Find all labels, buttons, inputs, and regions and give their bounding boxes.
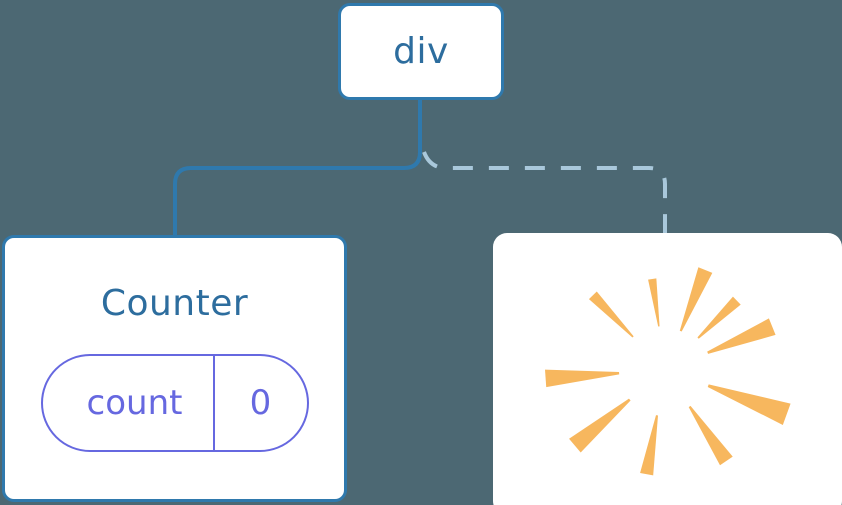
render-burst-icon	[545, 267, 791, 476]
node-div[interactable]: div	[338, 3, 504, 100]
burst-ray-1	[679, 267, 713, 332]
burst-ray-5	[569, 398, 631, 453]
burst-ray-2	[648, 278, 660, 327]
burst-ray-4	[545, 369, 620, 388]
burst-ray-6	[640, 415, 659, 476]
burst-ray-10	[697, 296, 741, 339]
state-key-label: count	[43, 356, 215, 450]
burst-ray-8	[707, 384, 791, 425]
node-counter-label: Counter	[100, 283, 249, 324]
burst-ray-7	[688, 405, 733, 466]
node-counter[interactable]: Counter count 0	[2, 235, 347, 502]
node-render[interactable]	[493, 233, 842, 505]
edge-div-to-counter	[173, 100, 422, 238]
edge-div-to-render	[422, 151, 667, 236]
state-value-label: 0	[249, 383, 272, 423]
state-badge[interactable]: count 0	[40, 354, 309, 452]
burst-ray-3	[588, 291, 634, 338]
node-div-label: div	[393, 30, 449, 72]
burst-ray-9	[707, 318, 776, 354]
